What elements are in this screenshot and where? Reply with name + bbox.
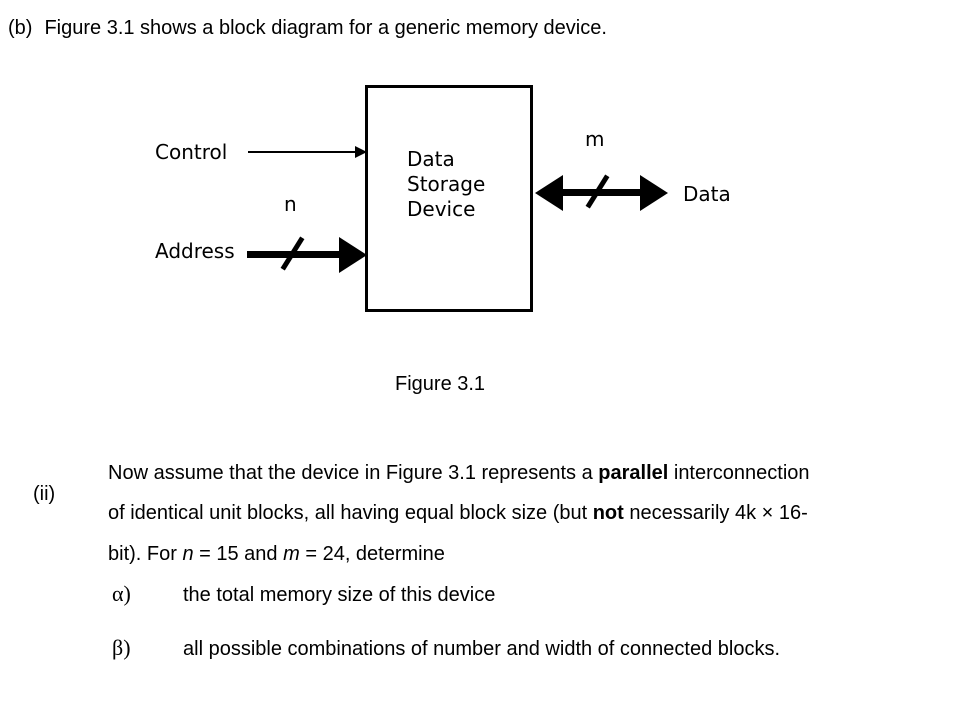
address-label: Address bbox=[155, 239, 235, 263]
paragraph-line-1: Now assume that the device in Figure 3.1… bbox=[108, 462, 810, 485]
figure-caption: Figure 3.1 bbox=[395, 373, 486, 395]
line3-var-m: m bbox=[283, 543, 300, 565]
alpha-label: α) bbox=[112, 581, 131, 606]
sub-item-alpha: α) the total memory size of this device bbox=[112, 581, 495, 607]
part-label: (b) bbox=[8, 17, 33, 39]
data-bus-arrow-right-head-icon bbox=[640, 175, 668, 211]
data-bus-arrow-shaft-icon bbox=[559, 189, 643, 196]
device-box-label-line3: Device bbox=[407, 197, 476, 221]
item-ii-label: (ii) bbox=[33, 483, 56, 505]
sub-item-beta: β) all possible combinations of number an… bbox=[112, 635, 780, 661]
line3-text-mid: = 15 and bbox=[193, 543, 284, 565]
line1-text: Now assume that the device in Figure 3.1… bbox=[108, 462, 599, 484]
data-label: Data bbox=[683, 182, 731, 206]
line3-text: bit). For bbox=[108, 543, 183, 565]
device-box-label-line2: Storage bbox=[407, 172, 486, 196]
control-arrow-line-icon bbox=[248, 151, 356, 153]
device-box-label-line1: Data bbox=[407, 147, 455, 171]
line2-text-end: necessarily 4k × 16- bbox=[623, 502, 808, 524]
data-width-label: m bbox=[585, 127, 605, 151]
data-bus-arrow-left-head-icon bbox=[535, 175, 563, 211]
paragraph-line-3: bit). For n = 15 and m = 24, determine bbox=[108, 543, 445, 566]
beta-label: β) bbox=[112, 635, 131, 660]
paragraph-line-2: of identical unit blocks, all having equ… bbox=[108, 502, 808, 525]
line1-bold-parallel: parallel bbox=[598, 462, 669, 484]
line3-text-end: = 24, determine bbox=[299, 543, 445, 565]
line2-bold-not: not bbox=[592, 502, 624, 524]
address-width-label: n bbox=[284, 192, 297, 216]
line3-var-n: n bbox=[182, 543, 194, 565]
control-label: Control bbox=[155, 140, 228, 164]
device-box-label: Data Storage Device bbox=[407, 147, 485, 222]
data-storage-device-box: Data Storage Device bbox=[365, 85, 533, 312]
line2-text: of identical unit blocks, all having equ… bbox=[108, 502, 593, 524]
question-part-b-header: (b) Figure 3.1 shows a block diagram for … bbox=[8, 17, 607, 40]
address-bus-arrow-head-icon bbox=[339, 237, 367, 273]
beta-text: all possible combinations of number and … bbox=[183, 638, 781, 660]
line1-text-end: interconnection bbox=[668, 462, 810, 484]
control-arrow-head-icon bbox=[355, 146, 367, 158]
intro-text: Figure 3.1 shows a block diagram for a g… bbox=[44, 17, 607, 39]
alpha-text: the total memory size of this device bbox=[183, 584, 496, 606]
